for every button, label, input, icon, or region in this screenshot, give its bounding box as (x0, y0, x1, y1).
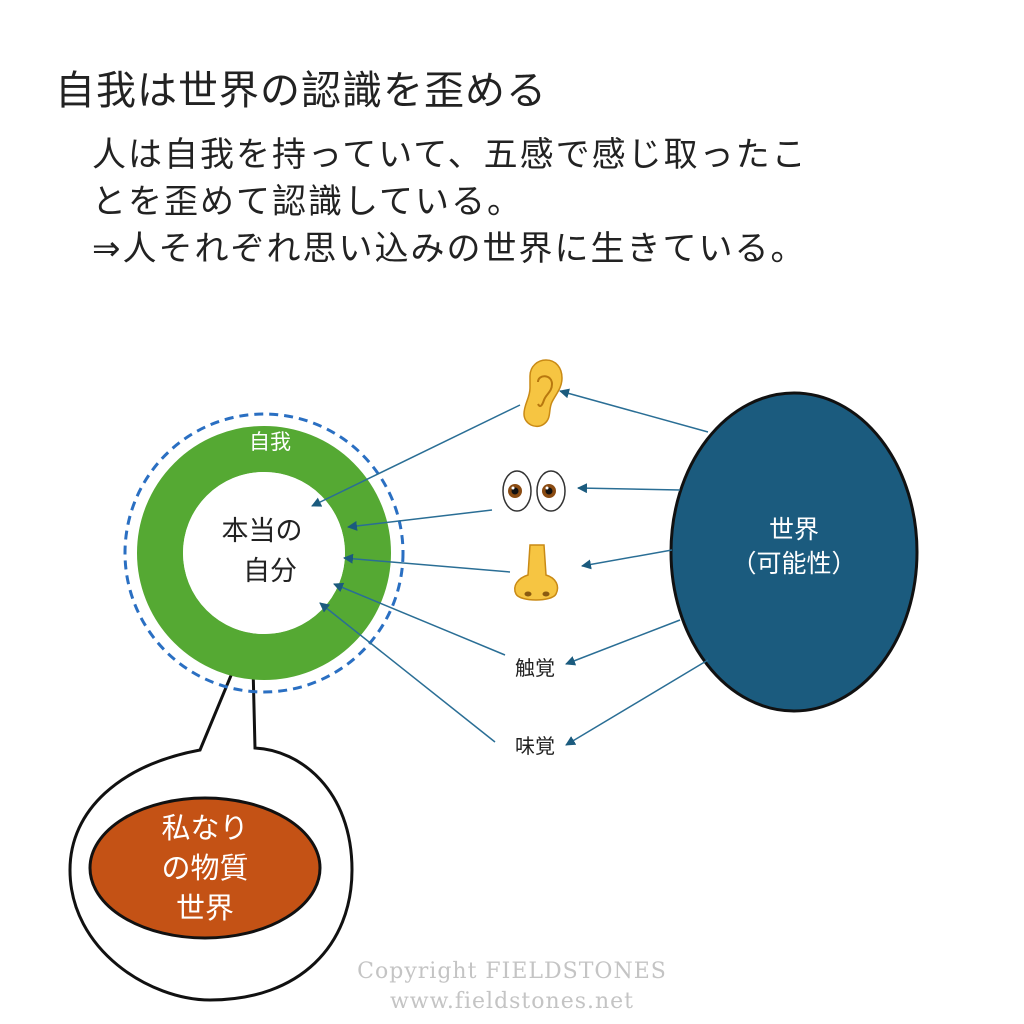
material-world-line-3: 世界 (176, 891, 234, 925)
true-self-circle (183, 472, 345, 634)
world-label-line-1: 世界 (769, 515, 819, 544)
world-to-senses-arrows (559, 388, 709, 746)
world-label-line-2: （可能性） (731, 549, 856, 578)
copyright-line: Copyright FIELDSTONES (357, 959, 667, 984)
ego-ring (137, 426, 391, 680)
ego-label: 自我 (249, 430, 291, 454)
page-title: 自我は世界の認識を歪める (55, 68, 547, 114)
senses-to-self-arrows (311, 404, 521, 743)
material-world-line-2: の物質 (161, 851, 248, 885)
world-ellipse (669, 391, 919, 713)
copyright-url: www.fieldstones.net (389, 989, 635, 1014)
true-self-label-line-1: 本当の (222, 516, 303, 547)
taste-label: 味覚 (515, 734, 555, 758)
description-line-3: ⇒人それぞれ思い込みの世界に生きている。 (92, 229, 807, 269)
description-line-1: 人は自我を持っていて、五感で感じ取ったこ (92, 135, 808, 175)
material-world-ellipse (88, 796, 322, 940)
material-world-line-1: 私なり (161, 811, 248, 845)
true-self-label-line-2: 自分 (243, 556, 297, 587)
ear-icon (523, 359, 563, 428)
nose-icon (514, 544, 559, 601)
touch-label: 触覚 (515, 656, 555, 680)
description: 人は自我を持っていて、五感で感じ取ったこ とを歪めて認識している。 ⇒人それぞれ… (92, 132, 808, 273)
description-line-2: とを歪めて認識している。 (92, 182, 523, 222)
ego-boundary-dashed (123, 412, 405, 694)
eyes-icon (502, 470, 566, 512)
